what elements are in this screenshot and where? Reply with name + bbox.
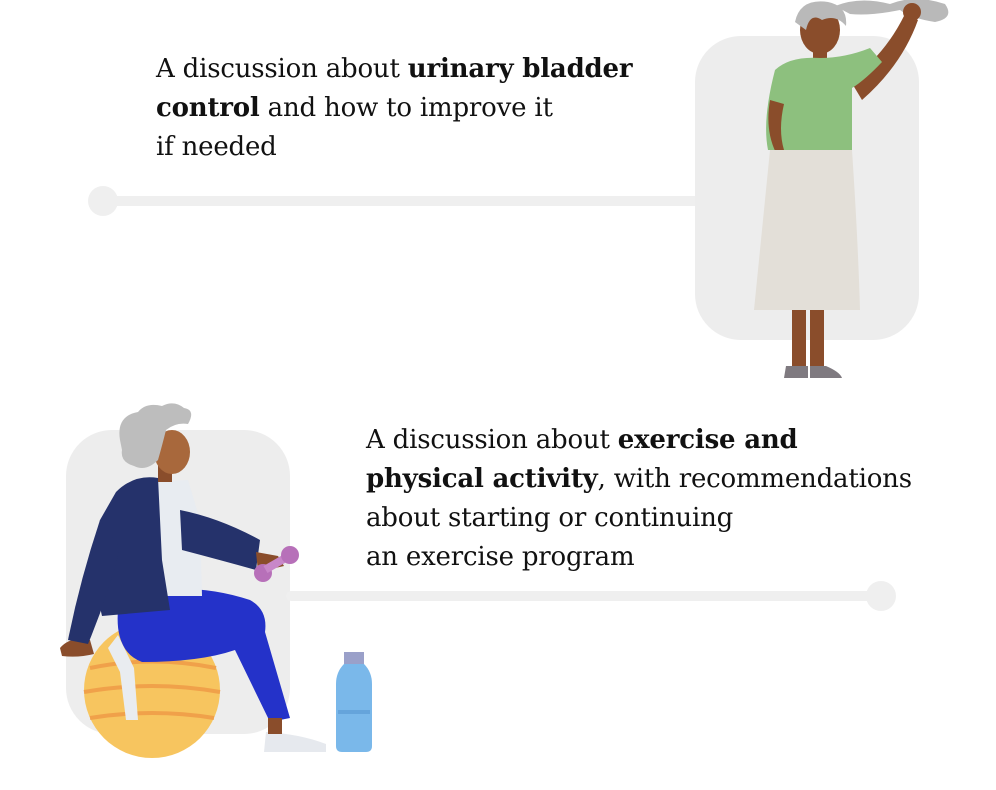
water-bottle-icon: [336, 652, 372, 752]
left-shoe-shape: [784, 366, 808, 378]
section-1-line-1: A discussion about urinary bladder: [156, 50, 636, 89]
jacket-shape: [95, 477, 170, 616]
section-2-bold-topic-a: exercise and: [617, 425, 798, 455]
right-shoe-shape: [810, 366, 842, 378]
shirt-shape: [766, 48, 882, 150]
section-1-line-2-text: and how to improve it: [259, 93, 553, 123]
bottle-body-shape: [336, 664, 372, 752]
section-2-description: A discussion about exercise and physical…: [366, 421, 926, 577]
jacket-arm-shape: [68, 520, 120, 644]
section-1-bold-topic-b: control: [156, 93, 260, 123]
section-1-line-2: control and how to improve it: [156, 89, 636, 128]
section-2-line-3: about starting or continuing: [366, 503, 734, 533]
section-2-line-2: physical activity, with recommendations: [366, 460, 926, 499]
ball-stripe-3: [89, 711, 215, 720]
front-ankle-shape: [268, 718, 282, 734]
dumbbell-icon: [254, 546, 299, 582]
left-leg-shape: [792, 310, 806, 366]
extended-arm-shape: [180, 510, 260, 570]
bottle-ridge-shape: [338, 710, 370, 714]
section-1-line-3: if needed: [156, 132, 277, 162]
raised-arm-shape: [850, 14, 918, 100]
section-1-line-1-text: A discussion about: [156, 54, 408, 84]
section-1-description: A discussion about urinary bladder contr…: [156, 50, 636, 167]
back-leg-shape: [108, 635, 138, 720]
section-1-bold-topic-a: urinary bladder: [407, 54, 633, 84]
pants-shape: [117, 588, 290, 722]
woman-stretching-illustration: [754, 0, 949, 378]
section-2-line-1-text: A discussion about: [366, 425, 618, 455]
section-2-bold-topic-b: physical activity: [366, 464, 598, 494]
section-2-line-2-text: , with recommendations: [597, 464, 912, 494]
raised-hand-shape: [903, 3, 921, 21]
timeline-dot-1: [88, 186, 118, 216]
right-leg-shape: [810, 310, 824, 366]
timeline-dot-2: [866, 581, 896, 611]
woman-on-exercise-ball-illustration: [60, 403, 326, 758]
timeline-track-2: [286, 591, 886, 601]
bottle-cap-shape: [344, 652, 364, 664]
ball-stripe-2: [83, 684, 221, 694]
skirt-shape: [754, 150, 860, 310]
section-2-line-1: A discussion about exercise and: [366, 421, 926, 460]
front-shoe-shape: [264, 732, 326, 752]
curly-hair-shape: [119, 403, 192, 468]
hair-bun-shape: [835, 0, 949, 22]
timeline-track-1: [100, 196, 710, 206]
hair-shape: [795, 1, 847, 30]
section-2-line-4: an exercise program: [366, 542, 635, 572]
